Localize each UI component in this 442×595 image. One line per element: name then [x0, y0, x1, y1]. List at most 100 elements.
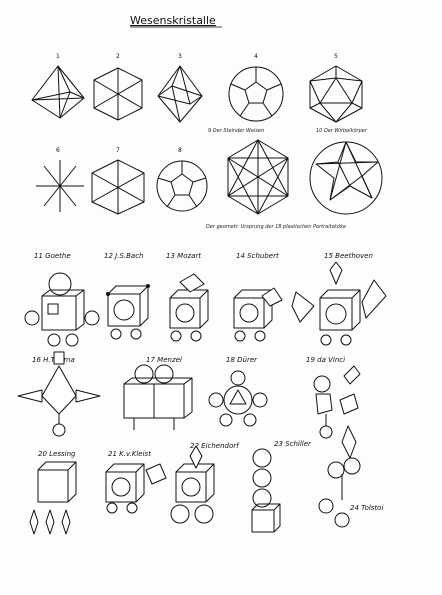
figure-16-body: [42, 366, 76, 414]
figure-22-body: [176, 472, 206, 502]
figure-20-body: [38, 470, 68, 502]
figure-11-foot-left: [48, 334, 60, 346]
figure-18-foot-left: [220, 414, 232, 426]
figure-13-body: [170, 298, 200, 328]
solid-6: 6: [36, 147, 84, 212]
figure-21: [106, 464, 166, 513]
figure-15-wing-left: [292, 292, 314, 322]
figure-15: [292, 262, 386, 345]
figure-23-head: [253, 449, 271, 467]
figure-20-leg: [46, 510, 54, 534]
figure-21-label: 21 K.v.Kleist: [108, 450, 151, 458]
figure-23: [252, 449, 280, 532]
figure-14-label: 14 Schubert: [236, 252, 279, 260]
figure-16: [18, 352, 100, 436]
solid-9-star: [228, 140, 288, 214]
figure-24-crest: [342, 426, 356, 458]
figure-18: [209, 371, 267, 426]
page-title: Wesenskristalle: [130, 14, 216, 27]
figure-15-foot-right: [341, 335, 351, 345]
figure-12-corner: [106, 292, 110, 296]
figure-17-label: 17 Menzel: [146, 356, 182, 364]
solid-3: 3: [158, 53, 202, 122]
figure-19-arm: [340, 394, 358, 414]
solid-3-number: 3: [178, 53, 182, 60]
figure-12-foot-right: [131, 329, 141, 339]
solid-4-number: 4: [254, 53, 258, 60]
figure-11-foot-right: [66, 334, 78, 346]
figure-19-wing: [344, 366, 360, 384]
figure-15-label: 15 Beethoven: [324, 252, 373, 260]
solid-5: 5: [310, 53, 362, 122]
figure-16-foot: [53, 424, 65, 436]
figure-17-body-right: [154, 384, 184, 418]
solid-5-face: [320, 78, 352, 103]
solid-2-edges: [94, 68, 142, 120]
figure-24-label: 24 Tolstoi: [350, 504, 383, 512]
figure-11-emblem: [48, 304, 58, 314]
solid-7-number: 7: [116, 147, 120, 154]
figure-18-hand-right: [253, 393, 267, 407]
figure-11-hand-right: [85, 311, 99, 325]
figure-16-head: [54, 352, 64, 364]
figure-11-hand-left: [25, 311, 39, 325]
figure-12-body: [108, 294, 140, 326]
figure-18-hand-left: [209, 393, 223, 407]
figure-22-foot-left: [171, 505, 189, 523]
figure-16-arm-right: [76, 390, 100, 402]
solid-3-edges: [158, 66, 202, 122]
figure-14-body: [234, 298, 264, 328]
figure-17-head-right: [155, 365, 173, 383]
figure-13-foot-left: [171, 331, 181, 341]
figure-12-corner: [146, 284, 150, 288]
figure-17-body-left: [124, 384, 154, 418]
figure-24-foot-left: [319, 499, 333, 513]
solid-4: 4: [229, 53, 283, 121]
figure-14-accent: [262, 288, 282, 306]
figure-22-foot-right: [195, 505, 213, 523]
figure-20-leg: [62, 510, 70, 534]
figure-15-crest: [330, 262, 342, 284]
figure-18-foot-right: [244, 414, 256, 426]
solid-4-face: [245, 82, 267, 103]
solid-10-label: 10 Der Wirbelkörper: [316, 128, 368, 134]
solid-8-face: [171, 174, 193, 195]
figure-19-label: 19 da Vinci: [306, 356, 345, 364]
figure-16-arm-left: [18, 390, 42, 402]
figure-17-head-left: [135, 365, 153, 383]
figure-11-label: 11 Goethe: [34, 252, 71, 260]
figure-17: [124, 365, 192, 430]
solid-9-label: 9 Der Steinder Weisen: [208, 128, 264, 134]
figure-16-label: 16 H.Thoma: [32, 356, 75, 364]
figure-24-head: [344, 458, 360, 474]
figure-20-label: 20 Lessing: [38, 450, 76, 458]
figure-18-label: 18 Dürer: [226, 356, 258, 364]
solid-1-number: 1: [56, 53, 60, 60]
solid-6-number: 6: [56, 147, 60, 154]
solid-5-number: 5: [334, 53, 338, 60]
figure-20: [30, 462, 76, 534]
figure-13-foot-right: [191, 331, 201, 341]
figure-23-base: [252, 510, 274, 532]
solid-6-axes: [36, 160, 84, 212]
figure-20-leg: [30, 510, 38, 534]
figure-12: [106, 284, 150, 339]
figure-14-foot-right: [255, 331, 265, 341]
solid-1: 1: [32, 53, 84, 118]
figure-14: [234, 288, 282, 341]
solid-2: 2: [94, 53, 142, 120]
figure-21-body: [106, 472, 136, 502]
figure-12-foot-left: [111, 329, 121, 339]
figure-14-foot-left: [235, 331, 245, 341]
figure-24-foot-mid: [335, 513, 349, 527]
figure-15-body: [320, 298, 352, 330]
solid-2-number: 2: [116, 53, 120, 60]
figure-11-body: [42, 296, 76, 330]
solid-7: 7: [92, 147, 144, 214]
figure-13-hat: [180, 274, 204, 292]
figure-12-label: 12 J.S.Bach: [104, 252, 144, 260]
figure-15-foot-left: [321, 335, 331, 345]
figure-13: [170, 274, 208, 341]
